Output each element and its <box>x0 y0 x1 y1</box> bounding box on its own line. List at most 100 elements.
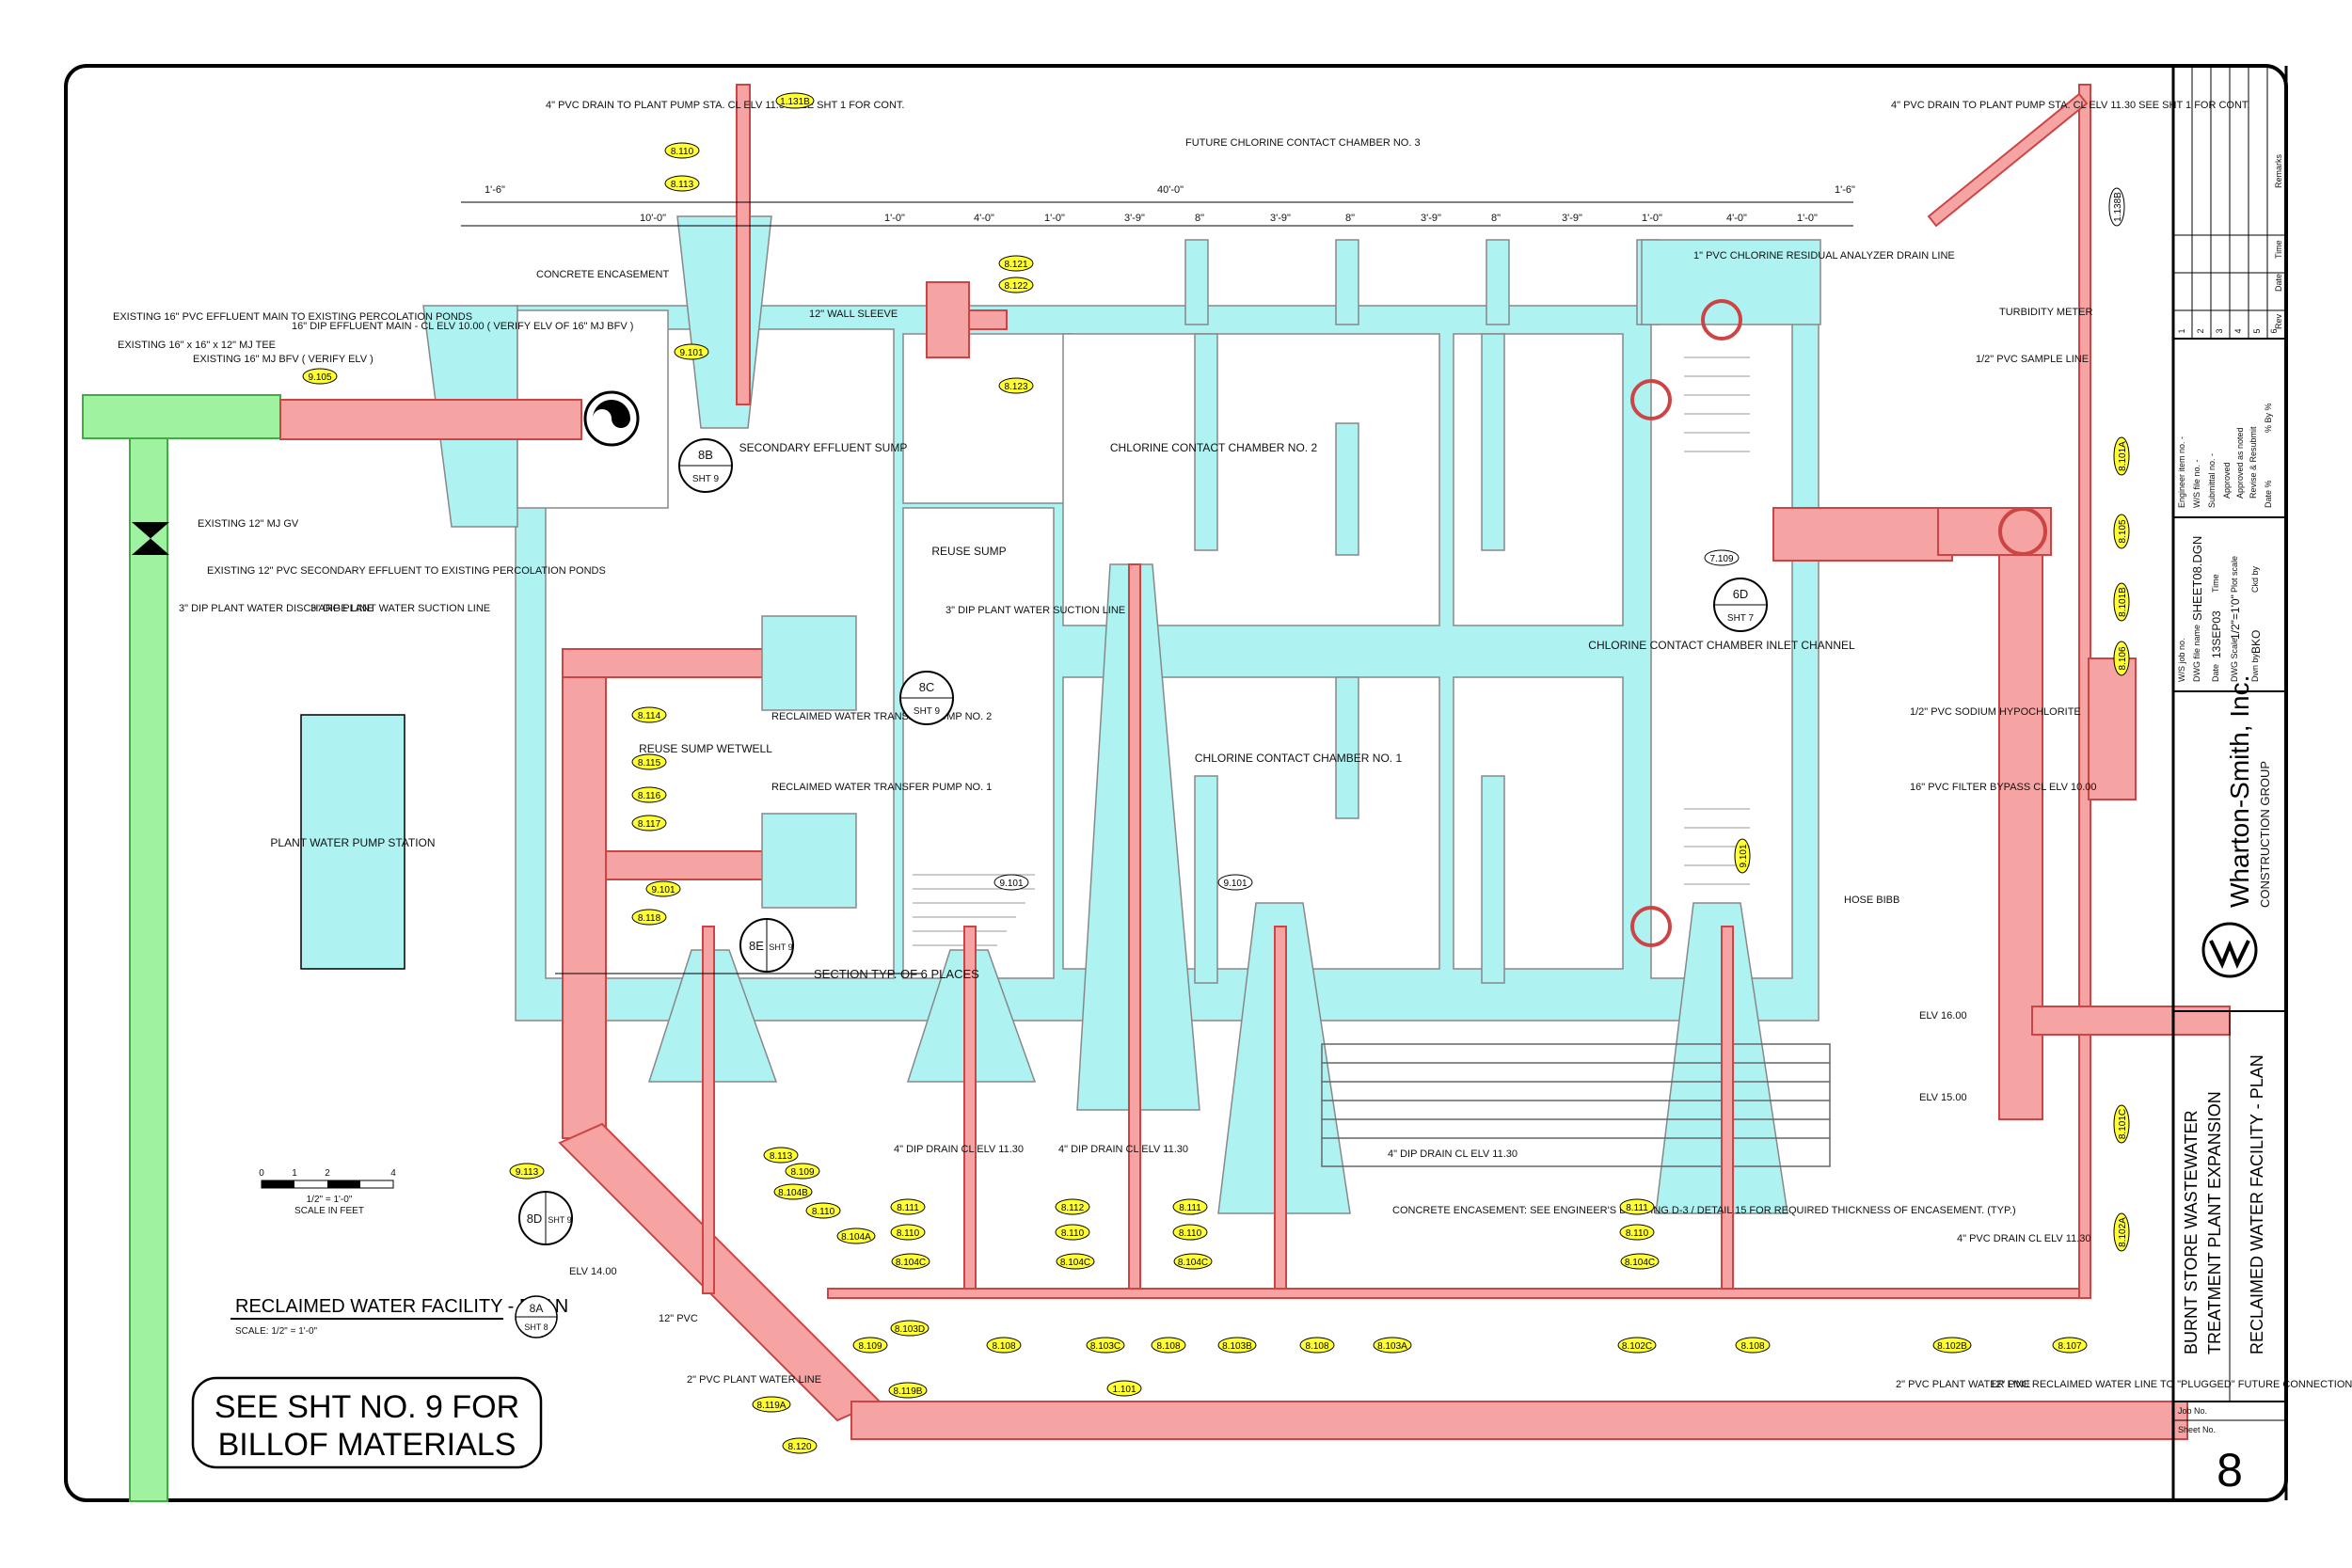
scale-tick: 1 <box>292 1168 297 1179</box>
tag-8103c[interactable]: 8.103C <box>1086 1337 1125 1354</box>
label-drain-left: 4" PVC DRAIN TO PLANT PUMP STA. CL ELV 1… <box>546 100 905 111</box>
company-sub: CONSTRUCTION GROUP <box>2258 761 2272 908</box>
tag-8116[interactable]: 8.116 <box>631 786 667 803</box>
tag-text: 1.101 <box>1112 1385 1136 1395</box>
tag-1101[interactable]: 1.101 <box>1106 1380 1142 1397</box>
tag-text: 8.108 <box>992 1341 1015 1352</box>
tag-8109[interactable]: 8.109 <box>785 1163 820 1180</box>
tag-text: 9.113 <box>516 1167 539 1178</box>
tag-8123[interactable]: 8.123 <box>998 377 1034 394</box>
tag-8110[interactable]: 8.110 <box>1055 1224 1090 1241</box>
tag-8113[interactable]: 8.113 <box>763 1147 799 1164</box>
tag-8104c[interactable]: 8.104C <box>1620 1253 1660 1270</box>
section-marker-8d[interactable]: 8D SHT 9 <box>518 1191 573 1245</box>
tag-8101a[interactable]: 8.101A <box>2113 436 2130 476</box>
label-reuse-sump: REUSE SUMP <box>931 545 1006 558</box>
sheet-title: RECLAIMED WATER FACILITY - PLAN <box>2248 1054 2266 1354</box>
tag-8108[interactable]: 8.108 <box>986 1337 1022 1354</box>
tag-9113[interactable]: 9.113 <box>509 1163 545 1180</box>
tag-8118[interactable]: 8.118 <box>631 909 667 926</box>
tag-8115[interactable]: 8.115 <box>631 753 667 770</box>
section-marker-8e[interactable]: 8E SHT 9 <box>739 918 794 973</box>
section-marker-sht: SHT 7 <box>1727 613 1755 624</box>
tag-8103a[interactable]: 8.103A <box>1373 1337 1412 1354</box>
sump-eye <box>583 390 640 447</box>
tag-8119a[interactable]: 8.119A <box>752 1396 791 1413</box>
dwg-file: SHEET08.DGN <box>2190 536 2204 621</box>
tag-8104b[interactable]: 8.104B <box>773 1183 813 1200</box>
plot-scale-label: Plot scale <box>2230 556 2239 593</box>
tag-8104c[interactable]: 8.104C <box>891 1253 930 1270</box>
tag-8111[interactable]: 8.111 <box>1619 1198 1655 1215</box>
tag-8122[interactable]: 8.122 <box>998 277 1034 293</box>
plan-ref: 8A <box>530 1302 544 1315</box>
scale-tick: 4 <box>390 1168 396 1179</box>
tag-8102a[interactable]: 8.102A <box>2113 1212 2130 1252</box>
tag-text: 8.111 <box>1179 1203 1201 1213</box>
section-marker-8b[interactable]: 8B SHT 9 <box>678 438 733 493</box>
tag-7109[interactable]: 7.109 <box>1704 549 1740 566</box>
tag-8120[interactable]: 8.120 <box>782 1437 818 1454</box>
tag-9101[interactable]: 9.101 <box>645 880 681 897</box>
tag-8108[interactable]: 8.108 <box>1735 1337 1771 1354</box>
label-wall-sleeve: 12" WALL SLEEVE <box>809 309 898 320</box>
tag-8108[interactable]: 8.108 <box>1151 1337 1186 1354</box>
tag-8113[interactable]: 8.113 <box>664 175 700 192</box>
tag-text: 8.104B <box>778 1188 808 1198</box>
dimension-text-group: 1'-6" 10'-0" 1'-0" 4'-0" 1'-0" 3'-9" 8" … <box>485 184 1855 224</box>
tag-8101b[interactable]: 8.101B <box>2113 582 2130 622</box>
tag-8109[interactable]: 8.109 <box>852 1337 888 1354</box>
date-value: 13SEP03 <box>2210 610 2223 658</box>
tag-8101c[interactable]: 8.101C <box>2113 1104 2130 1144</box>
dimension-text: 1'-0" <box>1044 213 1065 224</box>
tag-9101[interactable]: 9.101 <box>1217 874 1253 891</box>
bill-note-line2: BILLOF MATERIALS <box>218 1427 516 1463</box>
tag-8110[interactable]: 8.110 <box>1619 1224 1655 1241</box>
tag-8107[interactable]: 8.107 <box>2052 1337 2088 1354</box>
tag-8103b[interactable]: 8.103B <box>1217 1337 1257 1354</box>
dimension-text: 3'-9" <box>1124 213 1145 224</box>
plan-scale: SCALE: 1/2" = 1'-0" <box>235 1326 318 1337</box>
tag-8119b[interactable]: 8.119B <box>888 1382 928 1399</box>
tag-8102b[interactable]: 8.102B <box>1932 1337 1972 1354</box>
tag-8117[interactable]: 8.117 <box>631 815 667 832</box>
tag-9105[interactable]: 9.105 <box>302 368 338 385</box>
tag-1138b[interactable]: 1.138B <box>2108 187 2125 227</box>
tag-text: 8.111 <box>1626 1203 1648 1213</box>
label-pvc-drain-right: 4" PVC DRAIN CL ELV 11.30 <box>1957 1233 2090 1244</box>
tag-text: 9.101 <box>679 348 703 358</box>
tag-text: 8.112 <box>1061 1203 1085 1213</box>
tag-8114[interactable]: 8.114 <box>631 706 667 723</box>
bill-of-materials-note: SEE SHT NO. 9 FOR BILLOF MATERIALS <box>191 1376 543 1469</box>
section-marker-id: 8E <box>749 939 764 953</box>
tag-8108[interactable]: 8.108 <box>1299 1337 1335 1354</box>
rev-number: 2 <box>2196 328 2205 333</box>
tag-8106[interactable]: 8.106 <box>2113 641 2130 676</box>
tag-8110[interactable]: 8.110 <box>805 1202 841 1219</box>
tag-8104a[interactable]: 8.104A <box>836 1227 876 1244</box>
tag-8105[interactable]: 8.105 <box>2113 514 2130 549</box>
tag-8110[interactable]: 8.110 <box>664 142 700 159</box>
tag-8121[interactable]: 8.121 <box>998 255 1034 272</box>
label-elv16: ELV 16.00 <box>1919 1010 1967 1022</box>
tag-8112[interactable]: 8.112 <box>1055 1198 1090 1215</box>
tag-9101[interactable]: 9.101 <box>993 874 1029 891</box>
tag-8104c[interactable]: 8.104C <box>1173 1253 1213 1270</box>
tag-9101[interactable]: 9.101 <box>1734 838 1751 874</box>
scale-tick: 2 <box>325 1168 330 1179</box>
tag-8110[interactable]: 8.110 <box>890 1224 926 1241</box>
tag-1131b[interactable]: 1.131B <box>775 92 815 109</box>
tag-9101[interactable]: 9.101 <box>674 343 709 360</box>
section-marker-8c[interactable]: 8C SHT 9 <box>899 671 954 725</box>
section-marker-6d[interactable]: 6D SHT 7 <box>1713 578 1768 632</box>
tag-8102c[interactable]: 8.102C <box>1617 1337 1657 1354</box>
tag-8110[interactable]: 8.110 <box>1172 1224 1208 1241</box>
tag-8103d[interactable]: 8.103D <box>890 1320 930 1337</box>
tag-8111[interactable]: 8.111 <box>890 1198 926 1215</box>
tag-text: 8.104C <box>1178 1258 1208 1268</box>
tag-8111[interactable]: 8.111 <box>1172 1198 1208 1215</box>
dimension-text: 3'-9" <box>1421 213 1441 224</box>
scale-tick: 0 <box>259 1168 264 1179</box>
tag-8104c[interactable]: 8.104C <box>1056 1253 1095 1270</box>
